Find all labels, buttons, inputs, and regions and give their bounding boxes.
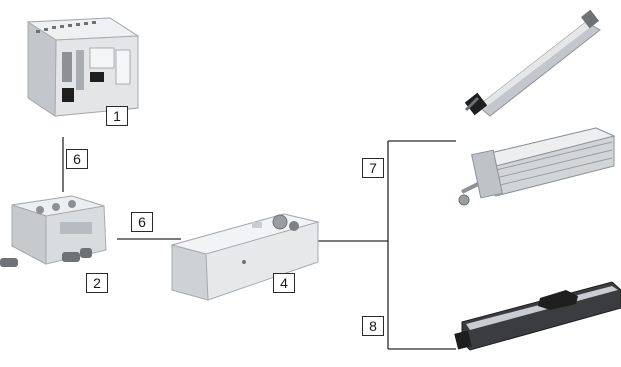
label-controller: 1 xyxy=(106,106,128,126)
connection-lines xyxy=(62,137,456,350)
pneumatic-cylinder-icon xyxy=(458,127,616,206)
controller-unit-icon xyxy=(26,17,140,117)
label-cable-vertical: 6 xyxy=(66,149,88,169)
linear-transducer-icon xyxy=(454,281,621,351)
label-cable-lower: 8 xyxy=(362,316,384,336)
valve-terminal-icon xyxy=(0,195,107,267)
electric-cylinder-icon xyxy=(464,9,601,117)
label-sensor-module: 4 xyxy=(273,273,295,293)
position-sensor-box-icon xyxy=(170,213,320,301)
label-terminal: 2 xyxy=(86,273,108,293)
label-cable-horizontal: 6 xyxy=(131,212,153,232)
label-cable-upper: 7 xyxy=(362,158,384,178)
